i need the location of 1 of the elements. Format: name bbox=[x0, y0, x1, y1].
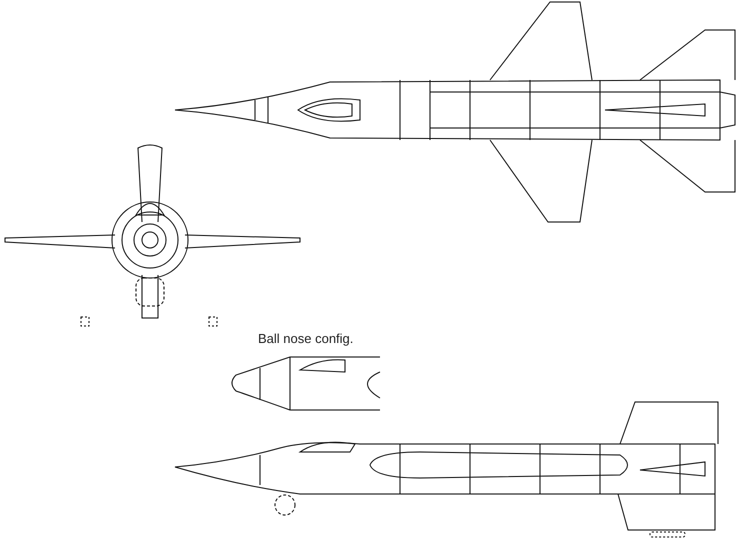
view-caption: Ball nose config. bbox=[258, 331, 354, 346]
